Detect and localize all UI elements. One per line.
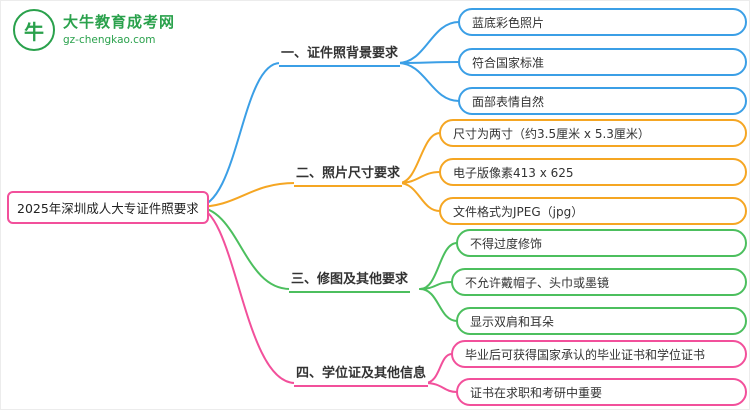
leaf-node: 蓝底彩色照片	[458, 8, 747, 36]
leaf-node: 尺寸为两寸（约3.5厘米 x 5.3厘米）	[439, 119, 747, 147]
edge-b2-leaf3	[398, 182, 441, 212]
leaf-node: 证书在求职和考研中重要	[456, 378, 747, 406]
edge-b1-leaf1	[397, 21, 460, 64]
leaf-node: 毕业后可获得国家承认的毕业证书和学位证书	[451, 340, 747, 368]
leaf-node: 不允许戴帽子、头巾或墨镜	[451, 268, 747, 296]
logo-text: 大牛教育成考网 gz-chengkao.com	[63, 9, 175, 47]
branch-label-2: 二、照片尺寸要求	[294, 162, 403, 187]
root-node: 2025年深圳成人大专证件照要求	[7, 191, 209, 224]
leaf-node: 符合国家标准	[458, 48, 747, 76]
edge-root-branch4	[195, 206, 296, 384]
edge-b1-leaf2	[397, 61, 460, 64]
edge-b1-leaf3	[397, 62, 460, 102]
leaf-node: 文件格式为JPEG（jpg）	[439, 197, 747, 225]
logo-title: 大牛教育成考网	[63, 13, 176, 31]
leaf-node: 显示双肩和耳朵	[456, 307, 747, 335]
edge-root-branch2	[195, 182, 296, 208]
logo-subtitle: gz-chengkao.com	[63, 34, 156, 46]
edge-root-branch1	[195, 62, 281, 208]
edge-b4-leaf1	[424, 353, 453, 384]
branch-label-1: 一、证件照背景要求	[279, 42, 401, 67]
logo: 牛 大牛教育成考网 gz-chengkao.com	[13, 9, 175, 51]
edge-b2-leaf1	[398, 132, 441, 184]
edge-root-branch3	[195, 206, 291, 290]
leaf-node: 电子版像素413 x 625	[439, 158, 747, 186]
edge-b4-leaf2	[424, 382, 458, 393]
edge-b3-leaf2	[419, 281, 453, 290]
bull-logo-icon: 牛	[13, 9, 55, 51]
leaf-node: 不得过度修饰	[456, 229, 747, 257]
branch-label-4: 四、学位证及其他信息	[294, 362, 429, 387]
edge-b3-leaf3	[419, 288, 458, 322]
branch-label-3: 三、修图及其他要求	[289, 268, 411, 293]
leaf-node: 面部表情自然	[458, 87, 747, 115]
